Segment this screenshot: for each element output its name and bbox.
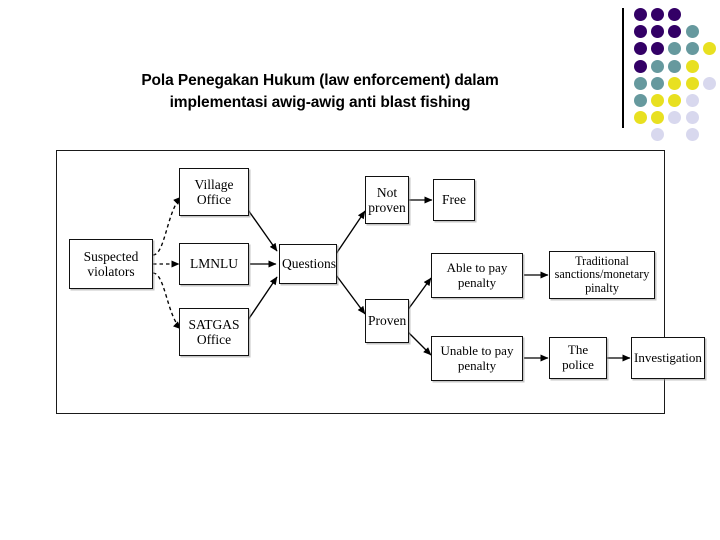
node-investigation[interactable]: Investigation <box>631 337 705 379</box>
decorative-dot <box>634 25 647 39</box>
decorative-dot-grid <box>634 8 718 142</box>
decorative-dot <box>634 111 647 125</box>
decorative-dot <box>651 8 665 21</box>
node-proven-label: Proven <box>368 313 407 329</box>
node-proven[interactable]: Proven <box>365 299 409 343</box>
decorative-dot <box>651 59 665 73</box>
slide-title: Pola Penegakan Hukum (law enforcement) d… <box>60 70 580 115</box>
node-the-police[interactable]: The police <box>549 337 607 379</box>
decorative-dot <box>668 94 682 107</box>
decorative-dot <box>651 111 665 125</box>
decorative-dot <box>651 25 665 39</box>
decorative-dot <box>668 25 682 39</box>
decorative-dot <box>668 42 682 56</box>
decorative-dot <box>685 76 699 90</box>
node-investigation-label: Investigation <box>634 349 702 365</box>
decorative-dot <box>668 111 682 125</box>
decorative-dot <box>668 59 682 73</box>
decorative-dot <box>634 59 647 73</box>
decorative-dot <box>634 42 647 56</box>
decorative-dot <box>702 42 716 56</box>
decorative-dot <box>685 94 699 107</box>
decorative-dot <box>685 59 699 73</box>
decorative-dot <box>651 128 665 142</box>
decorative-dot <box>668 76 682 90</box>
decorative-divider-line <box>622 8 624 128</box>
decorative-dot <box>685 111 699 125</box>
decorative-dot <box>634 76 647 90</box>
decorative-dot <box>634 8 647 21</box>
node-free[interactable]: Free <box>433 179 475 221</box>
node-lmnlu-label: LMNLU <box>190 256 238 272</box>
decorative-dot <box>651 94 665 107</box>
decorative-dot <box>668 8 682 21</box>
decorative-dot <box>651 42 665 56</box>
decorative-dot <box>685 42 699 56</box>
decorative-dot <box>685 25 699 39</box>
decorative-dot <box>651 76 665 90</box>
slide-title-line-2: implementasi awig-awig anti blast fishin… <box>169 94 471 112</box>
decorative-dot <box>685 128 699 142</box>
node-the-police-label: The police <box>562 342 594 372</box>
node-lmnlu[interactable]: LMNLU <box>179 243 249 285</box>
slide-title-line-1: Pola Penegakan Hukum (law enforcement) d… <box>141 72 499 89</box>
node-questions[interactable]: Questions <box>279 244 337 284</box>
decorative-dot <box>634 94 647 107</box>
node-free-label: Free <box>442 192 466 208</box>
decorative-dot <box>702 76 716 90</box>
node-questions-label: Questions <box>282 256 336 272</box>
